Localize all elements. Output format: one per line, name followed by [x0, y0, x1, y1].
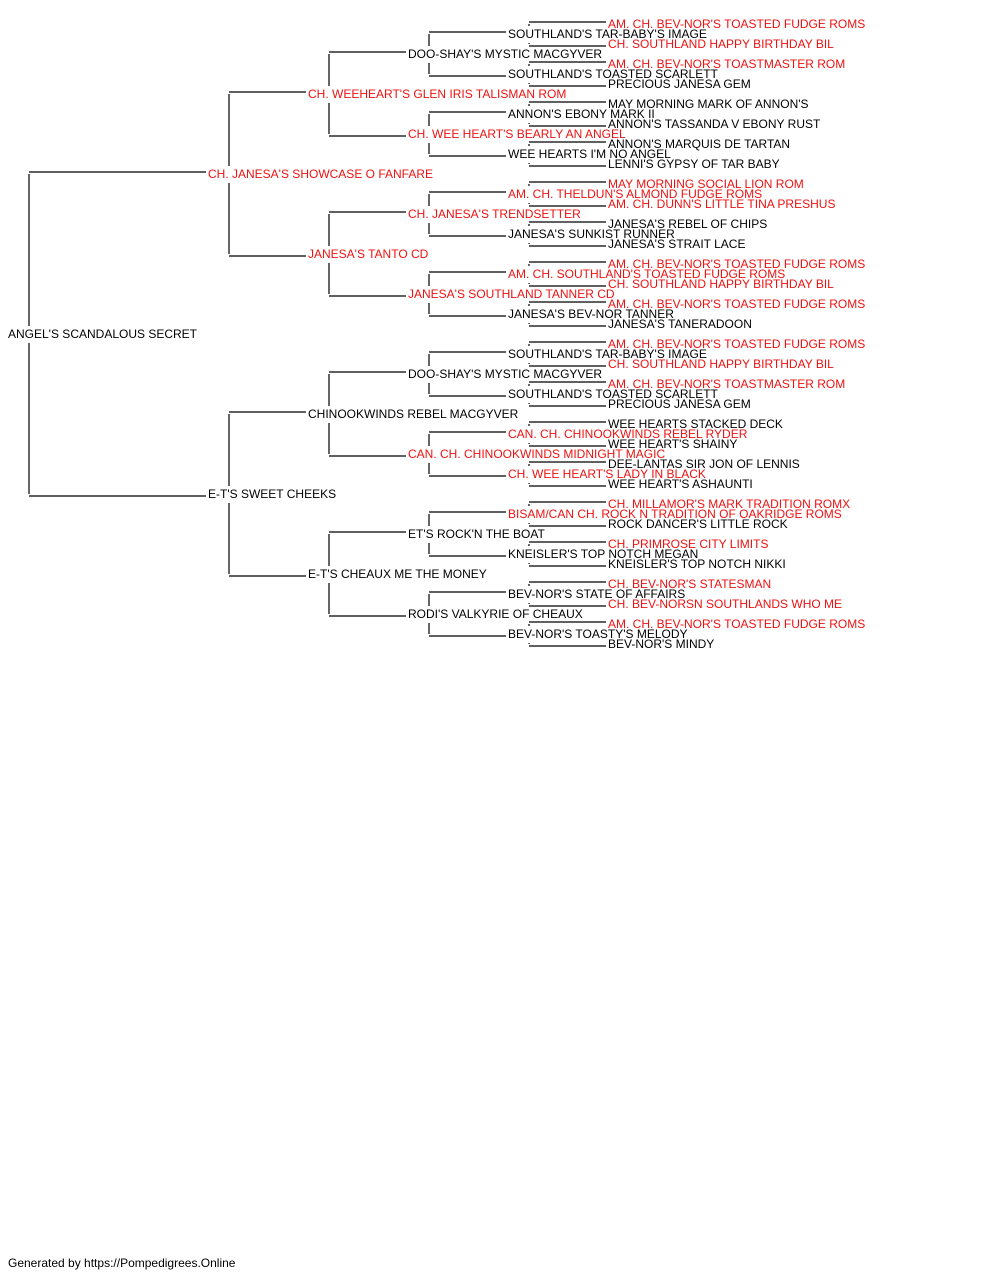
ancestor-name-gen5[interactable]: CH. MILLAMOR'S MARK TRADITION ROMX — [608, 497, 850, 511]
ancestor-name-gen2[interactable]: CHINOOKWINDS REBEL MACGYVER — [308, 407, 519, 421]
ancestor-name-gen3[interactable]: RODI'S VALKYRIE OF CHEAUX — [408, 607, 583, 621]
ancestor-name-gen4[interactable]: CAN. CH. CHINOOKWINDS REBEL RYDER — [508, 427, 748, 441]
ancestor-name-gen4[interactable]: SOUTHLAND'S TOASTED SCARLETT — [508, 387, 719, 401]
ancestor-name-gen4[interactable]: AM. CH. THELDUN'S ALMOND FUDGE ROMS — [508, 187, 762, 201]
ancestor-name-gen5[interactable]: CH. BEV-NORSN SOUTHLANDS WHO ME — [608, 597, 842, 611]
ancestor-name-gen5[interactable]: CH. SOUTHLAND HAPPY BIRTHDAY BIL — [608, 277, 834, 291]
ancestor-name-gen5[interactable]: MAY MORNING MARK OF ANNON'S — [608, 97, 809, 111]
ancestor-name-gen5[interactable]: CH. SOUTHLAND HAPPY BIRTHDAY BIL — [608, 357, 834, 371]
ancestor-name-gen5[interactable]: CH. SOUTHLAND HAPPY BIRTHDAY BIL — [608, 37, 834, 51]
ancestor-name-gen5[interactable]: AM. CH. BEV-NOR'S TOASTED FUDGE ROMS — [608, 257, 865, 271]
footer-credit: Generated by https://Pompedigrees.Online — [8, 1256, 236, 1270]
ancestor-name-gen3[interactable]: CH. WEE HEART'S BEARLY AN ANGEL — [408, 127, 626, 141]
ancestor-name-gen5[interactable]: WEE HEART'S SHAINY — [608, 437, 737, 451]
ancestor-name-gen4[interactable]: SOUTHLAND'S TAR-BABY'S IMAGE — [508, 27, 707, 41]
ancestor-name-gen5[interactable]: DEE-LANTAS SIR JON OF LENNIS — [608, 457, 800, 471]
ancestor-name-gen5[interactable]: JANESA'S TANERADOON — [608, 317, 752, 331]
ancestor-name-gen4[interactable]: AM. CH. SOUTHLAND'S TOASTED FUDGE ROMS — [508, 267, 785, 281]
ancestor-name-gen4[interactable]: BEV-NOR'S TOASTY'S MELODY — [508, 627, 688, 641]
ancestor-name-gen5[interactable]: AM. CH. BEV-NOR'S TOASTED FUDGE ROMS — [608, 17, 865, 31]
ancestor-name-gen5[interactable]: AM. CH. DUNN'S LITTLE TINA PRESHUS — [608, 197, 835, 211]
ancestor-name-gen4[interactable]: BEV-NOR'S STATE OF AFFAIRS — [508, 587, 685, 601]
ancestor-name-gen3[interactable]: DOO-SHAY'S MYSTIC MACGYVER — [408, 367, 602, 381]
ancestor-name-gen5[interactable]: CH. PRIMROSE CITY LIMITS — [608, 537, 768, 551]
ancestor-name-gen5[interactable]: AM. CH. BEV-NOR'S TOASTMASTER ROM — [608, 377, 845, 391]
ancestor-name-gen5[interactable]: WEE HEARTS STACKED DECK — [608, 417, 783, 431]
ancestor-name-gen4[interactable]: SOUTHLAND'S TOASTED SCARLETT — [508, 67, 719, 81]
ancestor-name-gen5[interactable]: AM. CH. BEV-NOR'S TOASTED FUDGE ROMS — [608, 617, 865, 631]
ancestor-name-gen5[interactable]: AM. CH. BEV-NOR'S TOASTED FUDGE ROMS — [608, 297, 865, 311]
ancestor-name-gen5[interactable]: ROCK DANCER'S LITTLE ROCK — [608, 517, 788, 531]
ancestor-name-gen4[interactable]: CH. WEE HEART'S LADY IN BLACK — [508, 467, 706, 481]
pedigree-tree: ANGEL'S SCANDALOUS SECRET CH. JANESA'S SH… — [8, 17, 865, 651]
ancestor-name-gen5[interactable]: MAY MORNING SOCIAL LION ROM — [608, 177, 804, 191]
ancestor-name-gen5[interactable]: PRECIOUS JANESA GEM — [608, 77, 751, 91]
ancestor-name-gen5[interactable]: WEE HEART'S ASHAUNTI — [608, 477, 753, 491]
ancestor-name-gen5[interactable]: LENNI'S GYPSY OF TAR BABY — [608, 157, 780, 171]
ancestor-name-gen2[interactable]: CH. WEEHEART'S GLEN IRIS TALISMAN ROM — [308, 87, 566, 101]
ancestor-name-gen4[interactable]: SOUTHLAND'S TAR-BABY'S IMAGE — [508, 347, 707, 361]
ancestor-name-gen2[interactable]: JANESA'S TANTO CD — [308, 247, 429, 261]
ancestor-name-gen1[interactable]: CH. JANESA'S SHOWCASE O FANFARE — [208, 167, 433, 181]
ancestor-name-gen5[interactable]: JANESA'S REBEL OF CHIPS — [608, 217, 767, 231]
ancestor-name-gen5[interactable]: CH. BEV-NOR'S STATESMAN — [608, 577, 771, 591]
ancestor-name-gen4[interactable]: JANESA'S BEV-NOR TANNER — [508, 307, 674, 321]
ancestor-name-gen4[interactable]: JANESA'S SUNKIST RUNNER — [508, 227, 675, 241]
ancestor-name-gen5[interactable]: KNEISLER'S TOP NOTCH NIKKI — [608, 557, 786, 571]
ancestor-name-gen5[interactable]: AM. CH. BEV-NOR'S TOASTMASTER ROM — [608, 57, 845, 71]
ancestor-name-gen5[interactable]: AM. CH. BEV-NOR'S TOASTED FUDGE ROMS — [608, 337, 865, 351]
ancestor-name-gen2[interactable]: E-T'S CHEAUX ME THE MONEY — [308, 567, 487, 581]
ancestor-name-gen4[interactable]: WEE HEARTS I'M NO ANGEL — [508, 147, 671, 161]
ancestor-name-gen4[interactable]: KNEISLER'S TOP NOTCH MEGAN — [508, 547, 698, 561]
ancestor-name-gen3[interactable]: CH. JANESA'S TRENDSETTER — [408, 207, 581, 221]
ancestor-name-gen4[interactable]: ANNON'S EBONY MARK II — [508, 107, 655, 121]
ancestor-name-gen5[interactable]: ANNON'S MARQUIS DE TARTAN — [608, 137, 790, 151]
ancestor-name-gen5[interactable]: PRECIOUS JANESA GEM — [608, 397, 751, 411]
ancestor-name-gen3[interactable]: DOO-SHAY'S MYSTIC MACGYVER — [408, 47, 602, 61]
ancestor-name-gen5[interactable]: BEV-NOR'S MINDY — [608, 637, 714, 651]
subject-dog-name[interactable]: ANGEL'S SCANDALOUS SECRET — [8, 327, 198, 341]
ancestor-name-gen5[interactable]: JANESA'S STRAIT LACE — [608, 237, 745, 251]
ancestor-name-gen5[interactable]: ANNON'S TASSANDA V EBONY RUST — [608, 117, 821, 131]
ancestor-name-gen3[interactable]: ET'S ROCK'N THE BOAT — [408, 527, 545, 541]
ancestor-name-gen3[interactable]: CAN. CH. CHINOOKWINDS MIDNIGHT MAGIC — [408, 447, 665, 461]
ancestor-name-gen1[interactable]: E-T'S SWEET CHEEKS — [208, 487, 336, 501]
ancestor-name-gen4[interactable]: BISAM/CAN CH. ROCK N TRADITION OF OAKRID… — [508, 507, 842, 521]
ancestor-name-gen3[interactable]: JANESA'S SOUTHLAND TANNER CD — [408, 287, 615, 301]
